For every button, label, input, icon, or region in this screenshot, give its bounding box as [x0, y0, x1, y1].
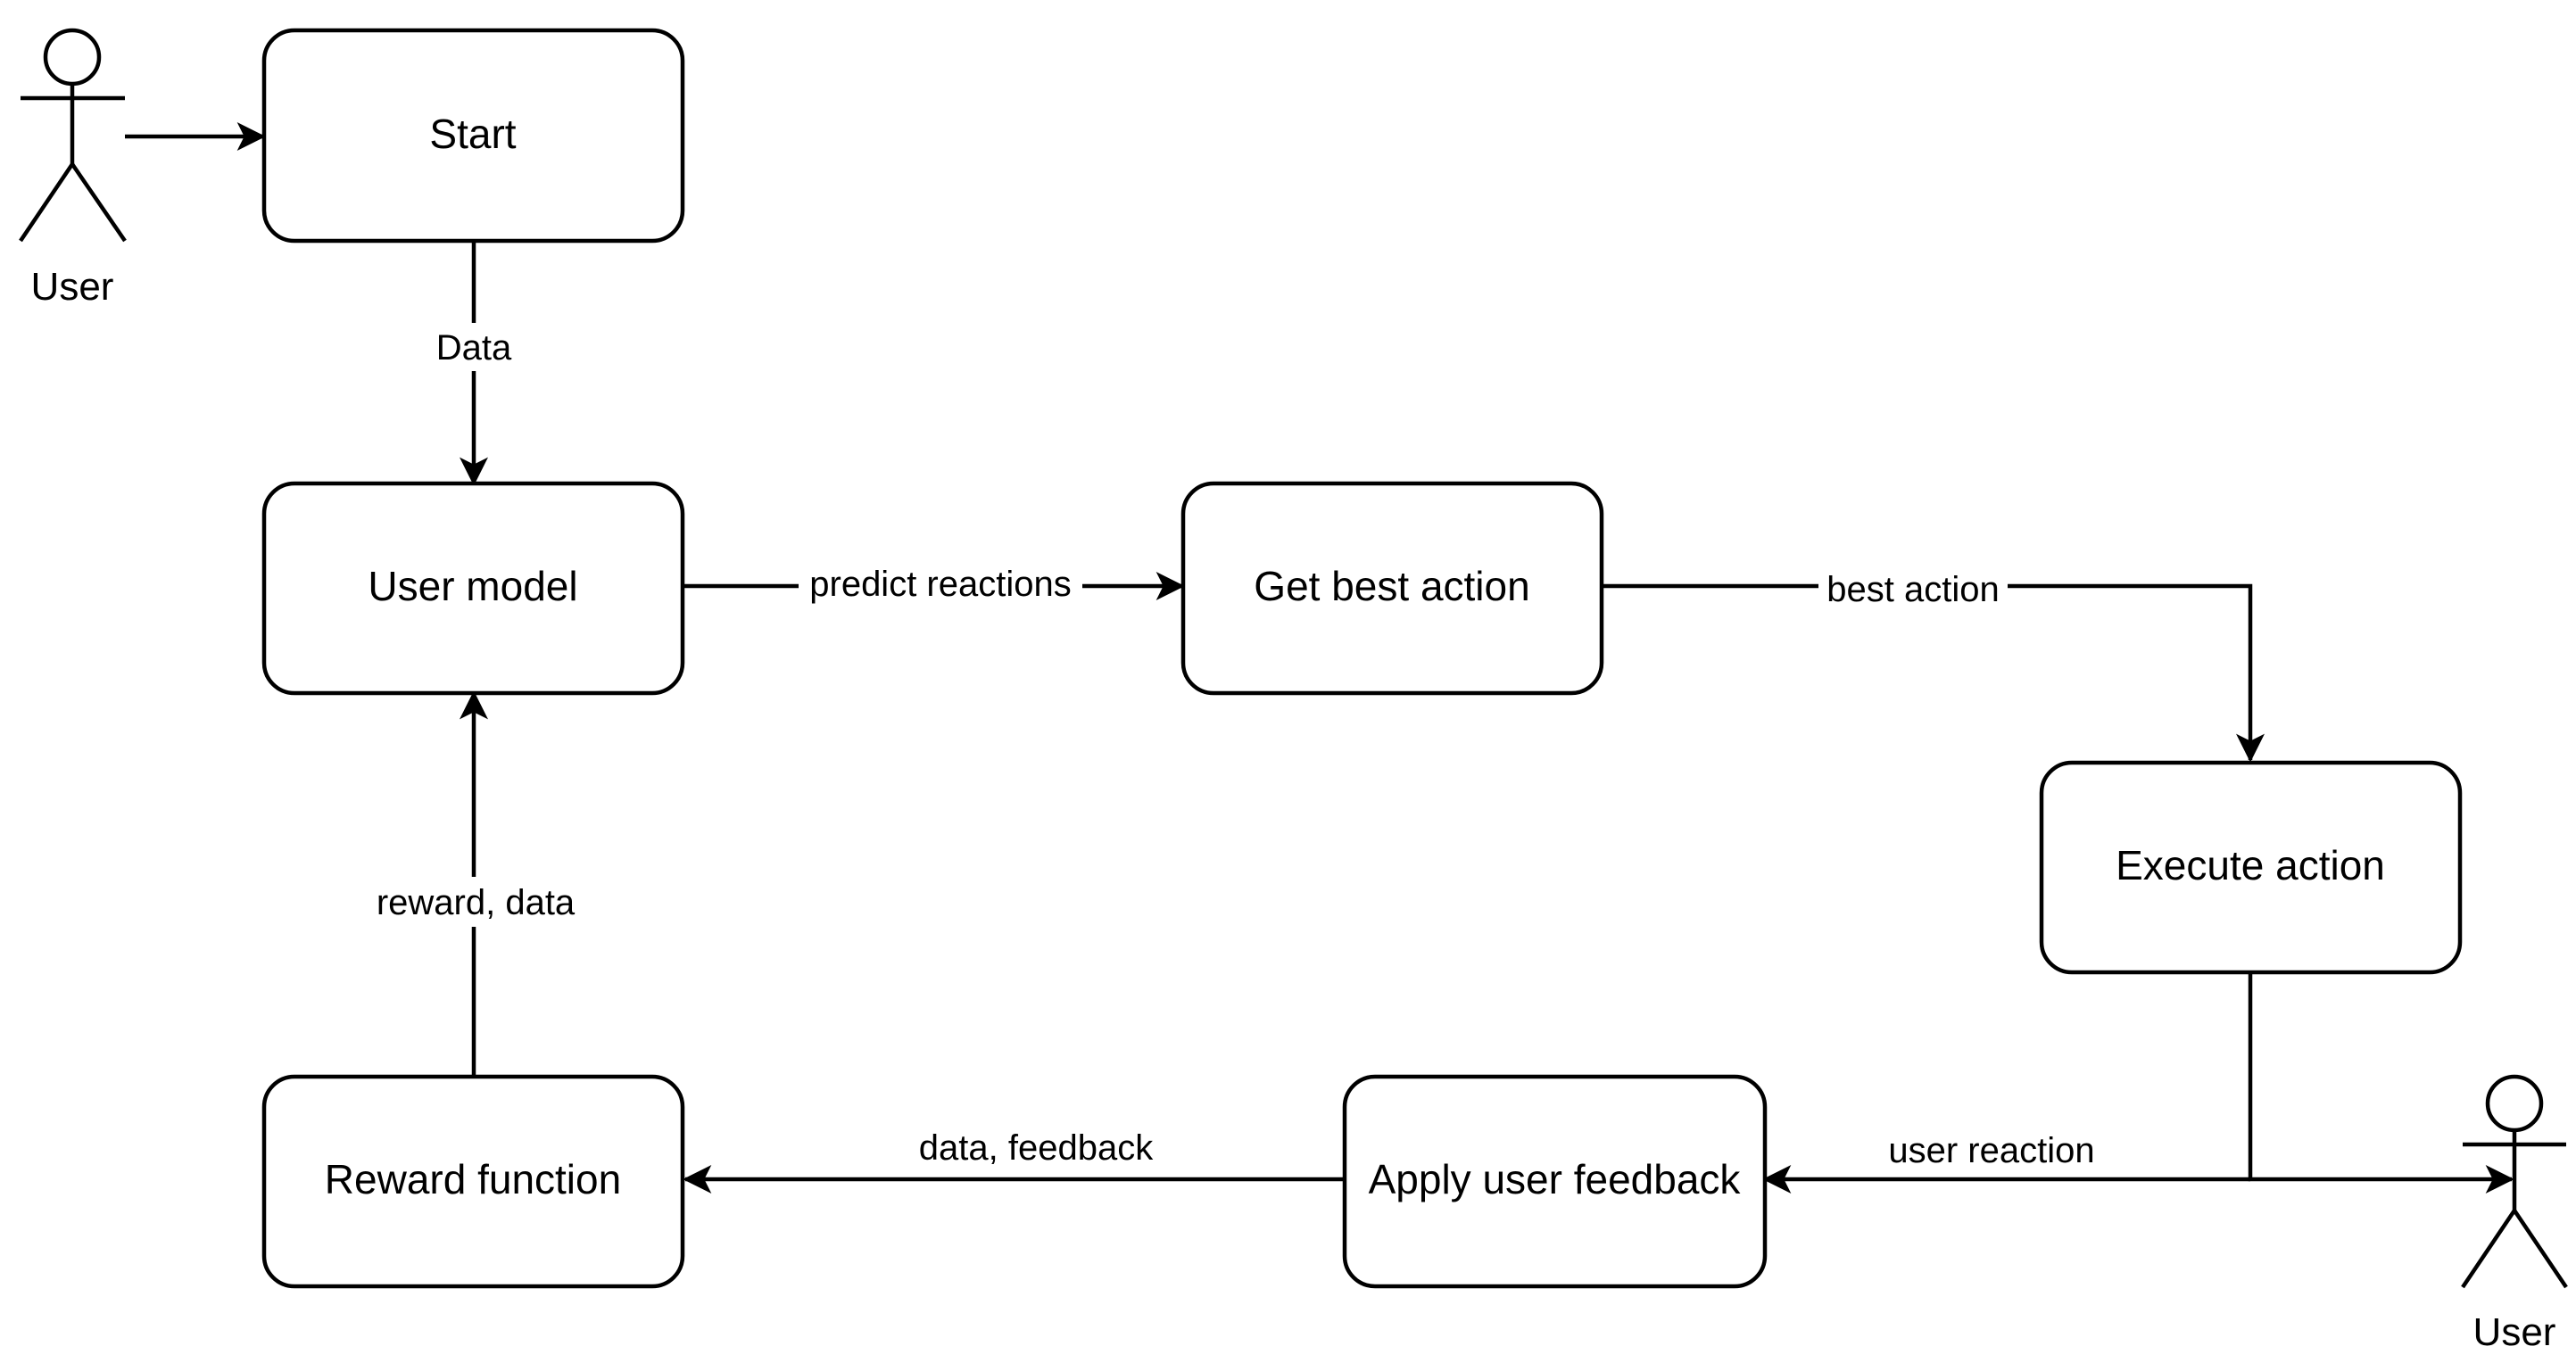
- edge-get-best-action-to-execute-action: [1602, 583, 2265, 763]
- edge-label-best-action-text: best action: [1826, 570, 1999, 609]
- actor-user-end: User: [2461, 1074, 2568, 1354]
- node-reward-function: Reward function: [261, 1074, 685, 1289]
- node-start: Start: [261, 28, 685, 244]
- actor-user-start-head: [43, 28, 102, 87]
- node-reward-function-label: Reward function: [325, 1156, 621, 1202]
- edge-label-data-feedback: data, feedback: [919, 1128, 1154, 1168]
- edge-label-reward-data: reward, data: [364, 877, 585, 927]
- actor-user-end-left-leg: [2461, 1209, 2516, 1289]
- edge-label-predict-reactions: predict reactions: [799, 562, 1082, 607]
- node-execute-action-label: Execute action: [2116, 842, 2385, 888]
- node-get-best-action-label: Get best action: [1254, 563, 1529, 609]
- actor-user-end-label: User: [2473, 1310, 2556, 1354]
- actor-user-start-left-leg: [19, 162, 74, 243]
- node-apply-user-feedback-label: Apply user feedback: [1369, 1156, 1742, 1202]
- node-user-model-label: User model: [368, 563, 577, 609]
- actor-user-start: User: [19, 28, 127, 309]
- node-get-best-action: Get best action: [1180, 481, 1604, 696]
- node-start-label: Start: [429, 111, 516, 157]
- edge-label-data: Data: [428, 323, 519, 371]
- node-user-model: User model: [261, 481, 685, 696]
- edge-execute-action-to-user: [2248, 972, 2514, 1194]
- actor-user-start-label: User: [31, 265, 114, 309]
- edge-label-predict-reactions-text: predict reactions: [809, 565, 1071, 604]
- node-apply-user-feedback: Apply user feedback: [1342, 1074, 1768, 1289]
- edge-label-reward-data-text: reward, data: [377, 883, 576, 922]
- actor-user-end-head: [2485, 1074, 2544, 1133]
- node-execute-action: Execute action: [2039, 760, 2463, 975]
- actor-user-start-right-leg: [70, 162, 127, 243]
- edge-label-data-text: Data: [436, 328, 512, 368]
- actor-user-end-right-leg: [2513, 1209, 2568, 1289]
- edge-label-user-reaction: user reaction: [1888, 1131, 2094, 1170]
- edge-label-best-action: best action: [1818, 566, 2008, 610]
